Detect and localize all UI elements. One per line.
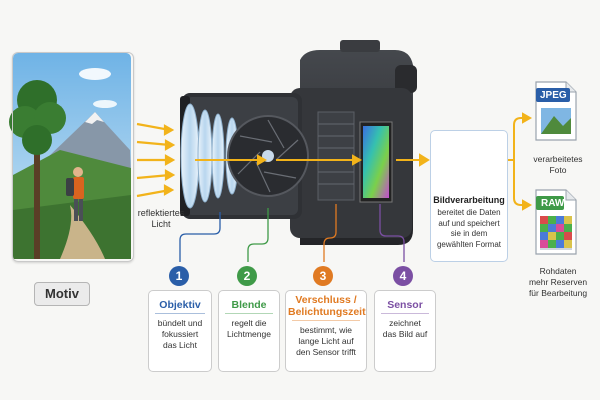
aperture-diaphragm bbox=[227, 115, 309, 197]
scene-photo-frame bbox=[12, 52, 134, 262]
component-text-line: den Sensor trifft bbox=[296, 347, 356, 357]
step-badge-3: 3 bbox=[313, 266, 333, 286]
step-badge-2: 2 bbox=[237, 266, 257, 286]
component-title: Verschluss / bbox=[295, 294, 357, 306]
jpeg-output-line: Foto bbox=[549, 165, 567, 175]
scene-illustration bbox=[9, 53, 131, 259]
jpeg-format-label: JPEG bbox=[540, 90, 567, 101]
component-text-line: regelt die bbox=[231, 318, 267, 328]
component-title-line-2: Belichtungszeit bbox=[288, 306, 366, 318]
light-path bbox=[195, 153, 430, 167]
component-card-sensor: Sensor zeichnet das Bild auf bbox=[374, 290, 436, 372]
jpeg-file-icon bbox=[535, 81, 577, 141]
component-text-line: fokussiert bbox=[161, 329, 199, 339]
step-badge-4: 4 bbox=[393, 266, 413, 286]
raw-file-icon bbox=[535, 189, 577, 255]
leader-lines bbox=[179, 204, 405, 262]
component-title: Objektiv bbox=[159, 299, 201, 311]
component-text-line: bestimmt, wie bbox=[300, 325, 352, 335]
step-badge-1: 1 bbox=[169, 266, 189, 286]
component-card-blende: Blende regelt die Lichtmenge bbox=[218, 290, 280, 372]
component-text-line: zeichnet bbox=[389, 318, 421, 328]
raw-output-line: mehr Reserven bbox=[528, 277, 588, 287]
component-card-verschluss: Verschluss / Belichtungszeit bestimmt, w… bbox=[285, 290, 367, 372]
component-text-line: Lichtmenge bbox=[227, 329, 271, 339]
component-text-line: bündelt und bbox=[157, 318, 203, 328]
motiv-label: Motiv bbox=[34, 282, 90, 306]
incoming-light-arrows bbox=[136, 122, 176, 198]
raw-format-label: RAW bbox=[541, 198, 565, 209]
reflected-light-label: reflektiertes Licht bbox=[132, 208, 190, 230]
raw-output-line: Rohdaten bbox=[539, 266, 577, 276]
shutter-curtain bbox=[317, 111, 355, 201]
processing-text-line: auf und speichert bbox=[438, 218, 500, 228]
processing-text-line: bereitet die Daten bbox=[437, 208, 501, 217]
component-text-line: lange Licht auf bbox=[298, 336, 354, 346]
processing-text-line: sie in dem bbox=[450, 229, 488, 238]
processing-text: bereitet die Daten auf und speichert sie… bbox=[431, 208, 507, 250]
raw-output-line: für Bearbeitung bbox=[528, 288, 588, 298]
component-title: Blende bbox=[231, 299, 267, 311]
component-text-line: das Licht bbox=[162, 340, 198, 350]
image-processing-box: Bildverarbeitung bereitet die Daten auf … bbox=[430, 130, 508, 262]
component-title: Sensor bbox=[387, 299, 423, 311]
reflected-light-line-2: Licht bbox=[151, 219, 171, 229]
jpeg-output-description: verarbeitetes Foto bbox=[526, 154, 590, 176]
jpeg-output-line: verarbeitetes bbox=[533, 154, 583, 164]
component-card-objektiv: Objektiv bündelt und fokussiert das Lich… bbox=[148, 290, 212, 372]
processing-text-line: gewählten Format bbox=[436, 239, 502, 249]
component-text-line: das Bild auf bbox=[382, 329, 428, 339]
reflected-light-line-1: reflektiertes bbox=[137, 208, 185, 218]
raw-output-description: Rohdaten mehr Reserven für Bearbeitung bbox=[518, 266, 598, 299]
processing-title: Bildverarbeitung bbox=[433, 195, 505, 205]
image-sensor bbox=[359, 121, 393, 203]
